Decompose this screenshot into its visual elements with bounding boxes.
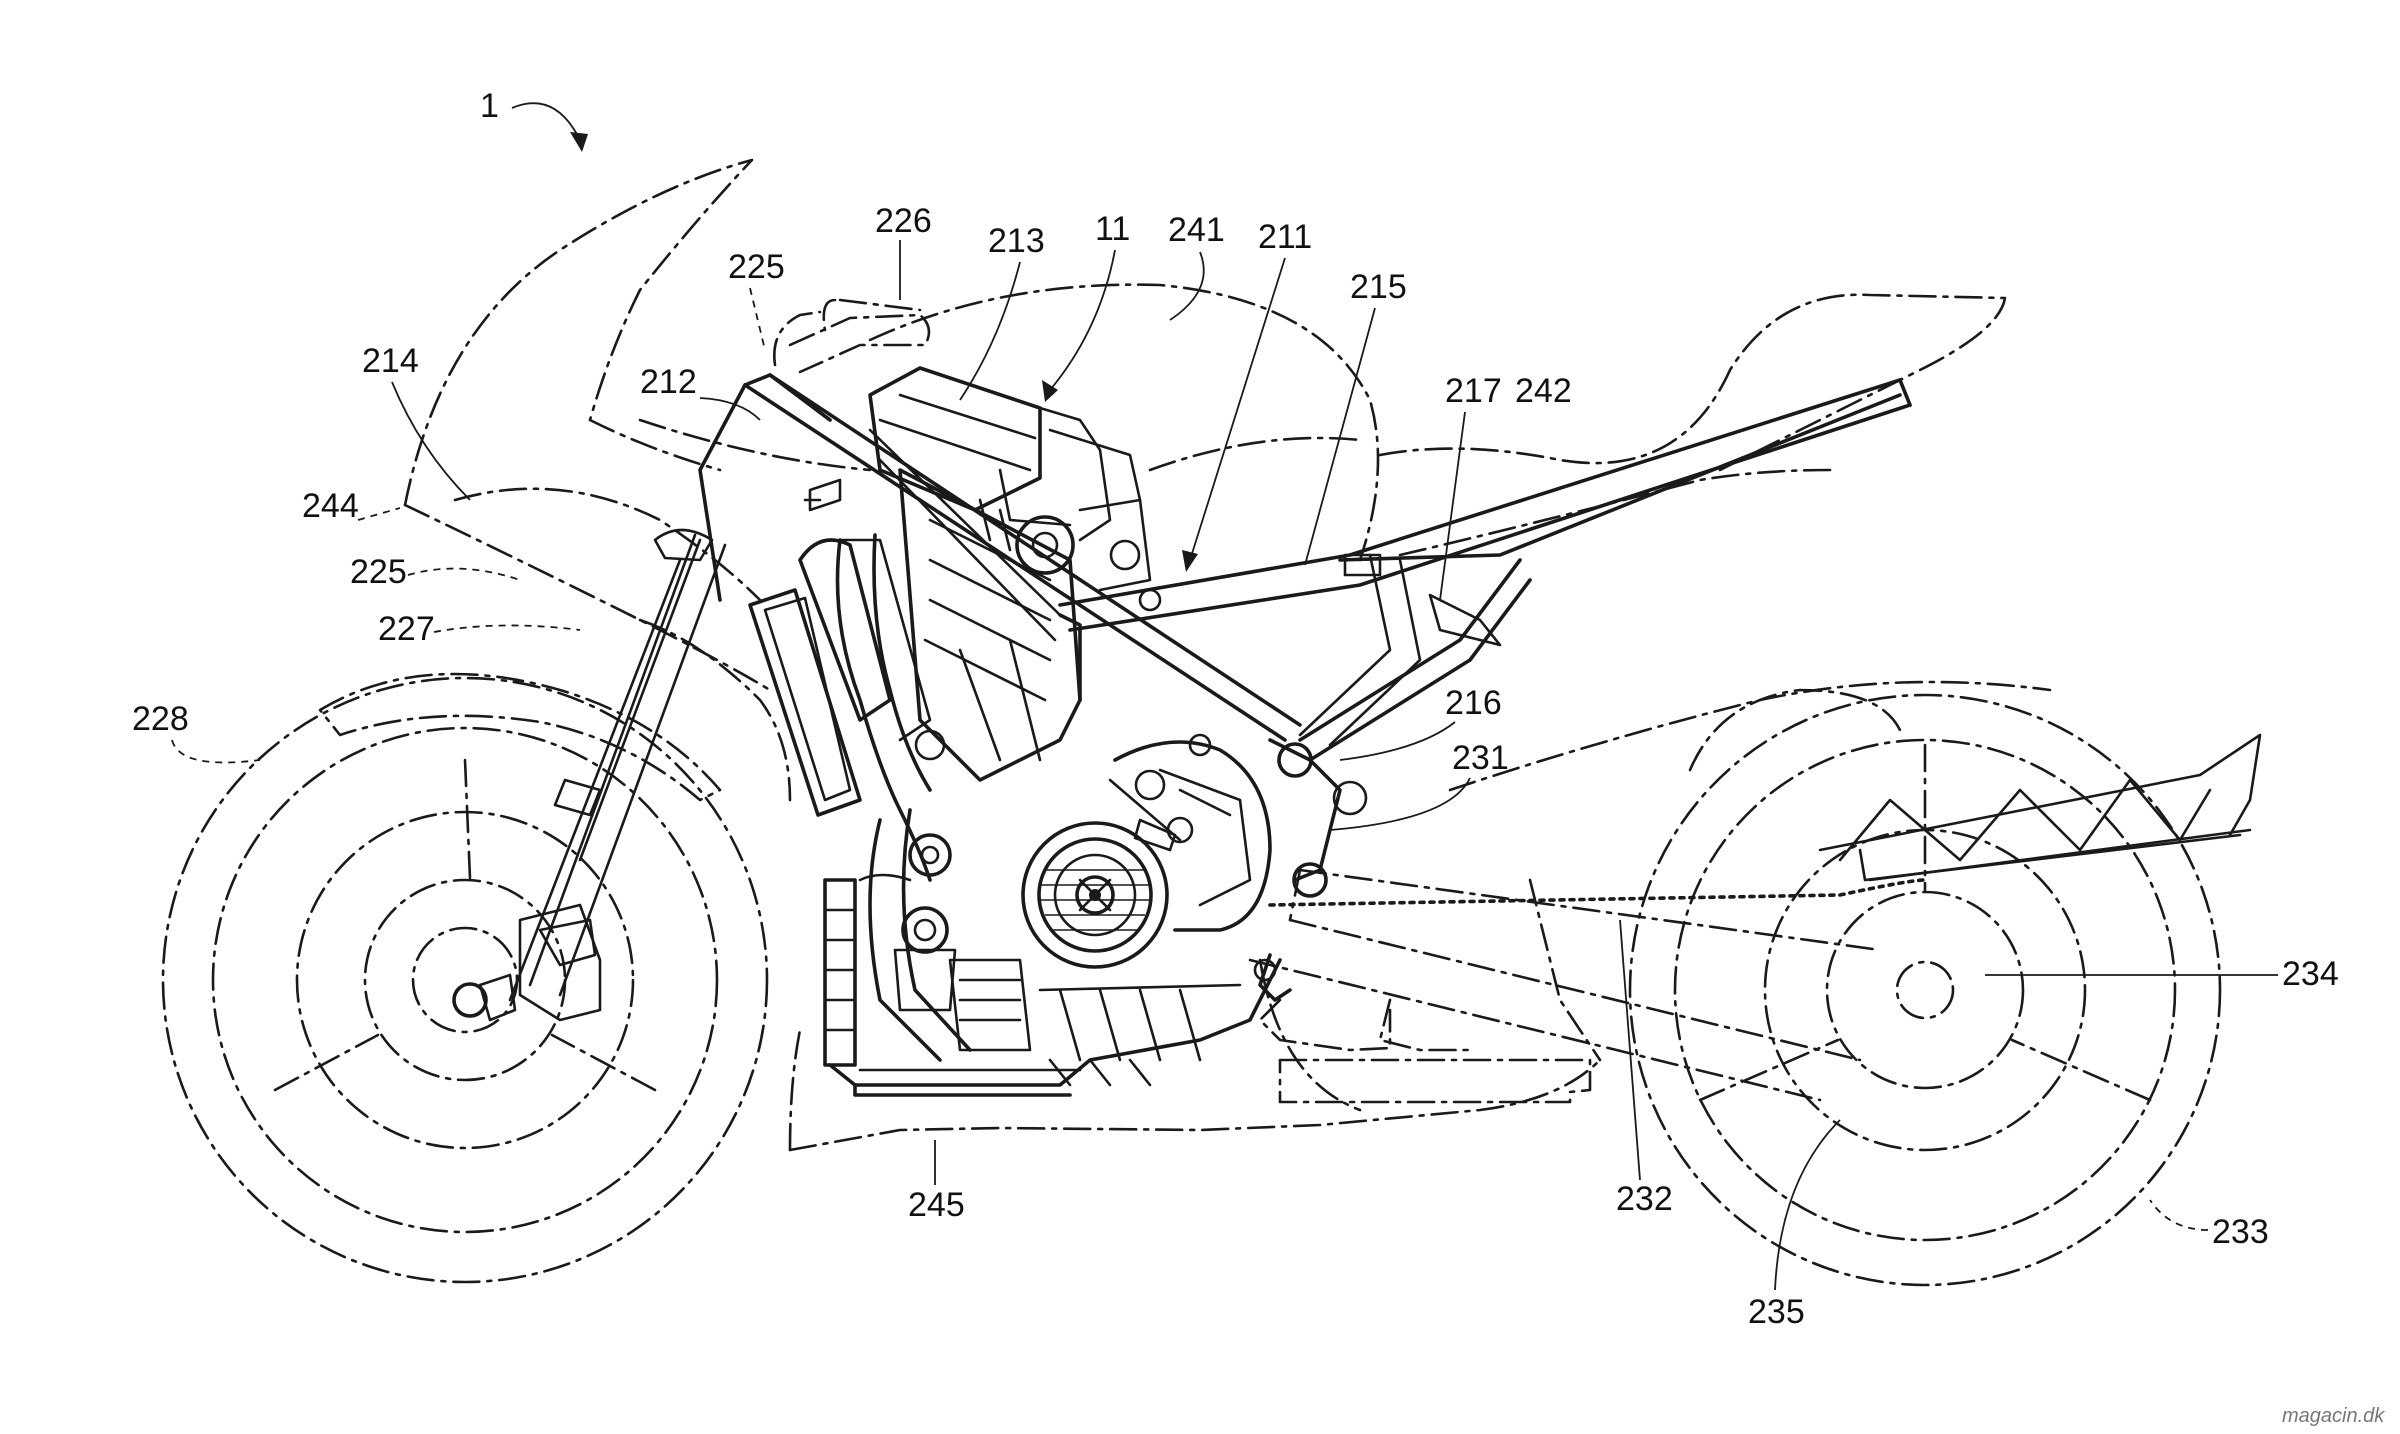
fuel-tank (868, 283, 1380, 562)
front-cowl (403, 158, 754, 507)
tank-front-line (638, 418, 872, 472)
ref-228: 228 (132, 700, 189, 738)
leader-lines (171, 102, 2278, 1291)
ref-225-top: 225 (728, 248, 785, 286)
rear-wheel (1628, 693, 2222, 1287)
cowl-lower-line (403, 503, 772, 692)
ref-225-mid: 225 (350, 553, 407, 591)
front-wheel (161, 676, 769, 1284)
rear-subframe-cover (1448, 680, 2052, 792)
exhaust-tail (1378, 998, 1472, 1052)
tail-cowl (1378, 293, 2007, 472)
ref-226: 226 (875, 202, 932, 240)
tank-lower-line (1148, 436, 1362, 472)
watermark: magacin.dk (2282, 1405, 2385, 1427)
ref-213: 213 (988, 222, 1045, 260)
belly-pan-edge (788, 1028, 802, 1152)
ref-234: 234 (2282, 955, 2339, 993)
drive-chain (1268, 878, 1927, 907)
ref-245: 245 (908, 1186, 965, 1224)
belly-pan (788, 1058, 1602, 1152)
under-cowl (638, 618, 792, 802)
ref-233: 233 (2212, 1213, 2269, 1251)
lower-guard (1258, 998, 1392, 1052)
ref-231: 231 (1452, 739, 1509, 777)
rear-fender (1688, 688, 1902, 772)
airbox-supercharger (868, 366, 1162, 612)
ref-232: 232 (1616, 1180, 1673, 1218)
ref-235: 235 (1748, 1293, 1805, 1331)
front-fender (318, 672, 722, 802)
ref-1: 1 (480, 87, 499, 125)
ref-11: 11 (1095, 210, 1130, 248)
ref-216: 216 (1445, 684, 1502, 722)
engine (798, 468, 1292, 1097)
ref-214: 214 (362, 342, 419, 380)
seat-line (1398, 468, 1832, 557)
ref-241: 241 (1168, 211, 1225, 249)
reference-numerals: 1 226 213 11 241 211 215 225 214 212 217… (132, 87, 2339, 1331)
ref-217: 217 (1445, 372, 1502, 410)
radiator (748, 588, 862, 817)
main-frame (698, 373, 1912, 898)
cowl-side-line (453, 487, 762, 602)
swing-arm (1248, 868, 1882, 1112)
handlebar (773, 298, 931, 374)
ref-212: 212 (640, 363, 697, 401)
cowl-scoop (588, 418, 722, 472)
ref-244: 244 (302, 487, 359, 525)
ref-227: 227 (378, 610, 435, 648)
ref-211: 211 (1258, 218, 1312, 256)
exhaust-silencer (1278, 1058, 1592, 1104)
front-fork (452, 528, 727, 1022)
ref-215: 215 (1350, 268, 1407, 306)
rear-truss-frame (1818, 733, 2262, 882)
ref-242: 242 (1515, 372, 1572, 410)
